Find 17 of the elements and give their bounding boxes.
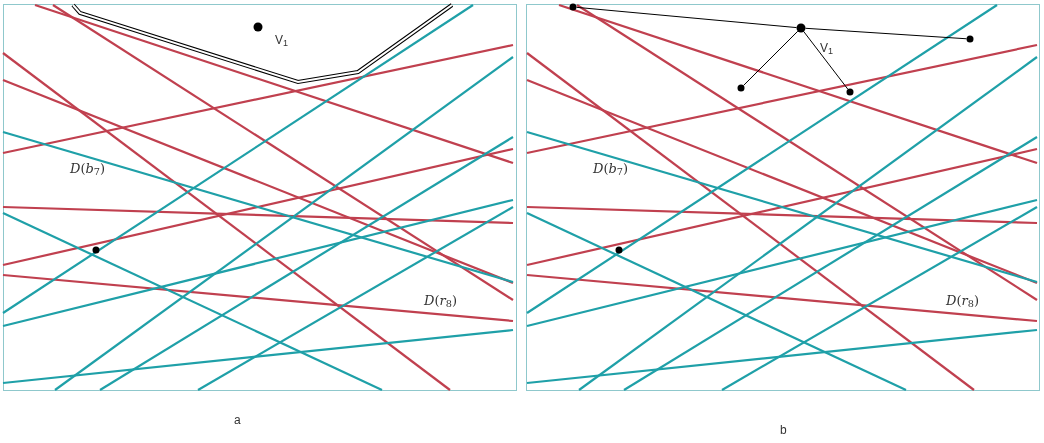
connector-line [805, 27, 967, 40]
point [737, 84, 745, 92]
math-label: D(b$_{7}$) [70, 162, 106, 175]
connector-line [576, 6, 797, 29]
point [846, 88, 854, 96]
math-label: V$_{1}$ [820, 42, 834, 54]
panel-caption: a [234, 414, 241, 426]
math-label: D(r$_{8}$) [946, 294, 980, 307]
math-label: D(b$_{7}$) [593, 162, 629, 175]
connector-line [742, 30, 799, 87]
math-label: D(r$_{8}$) [424, 294, 458, 307]
point [796, 23, 806, 33]
math-label: V$_{1}$ [275, 34, 289, 46]
connector-line [803, 31, 849, 90]
point [966, 35, 974, 43]
panel-caption: b [780, 424, 787, 436]
point [569, 3, 577, 11]
